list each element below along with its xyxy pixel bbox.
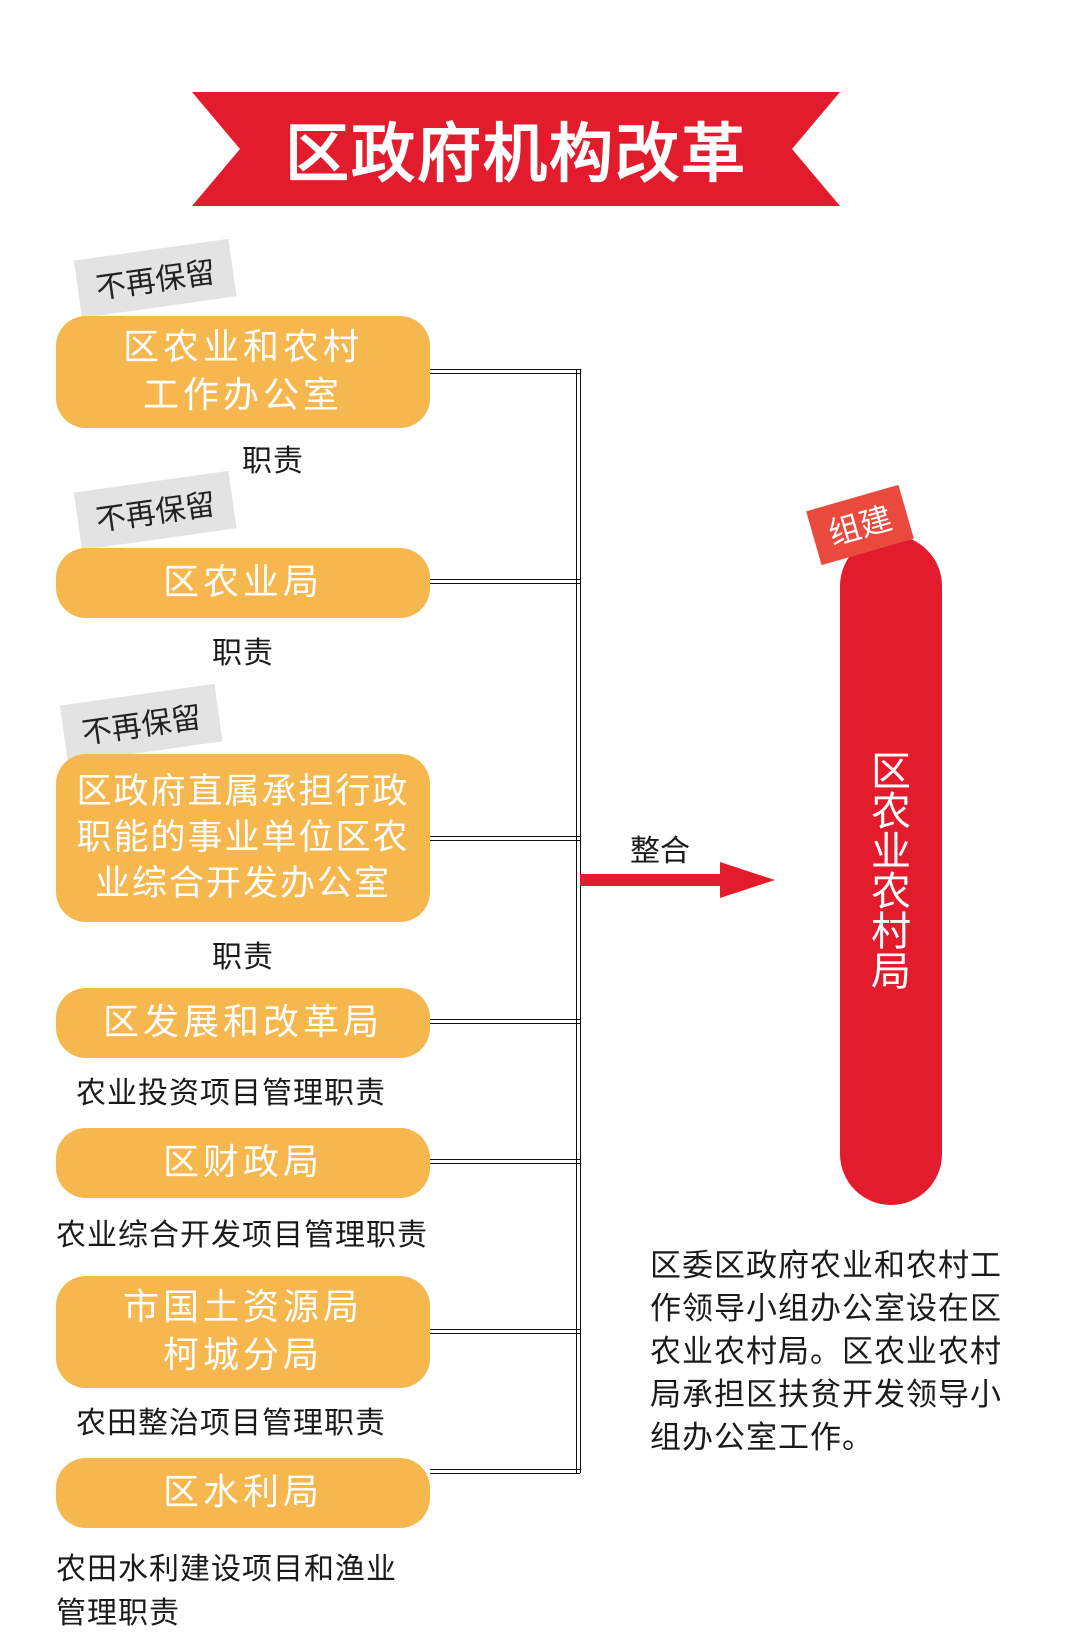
note-line: 组办公室工作。 bbox=[650, 1420, 874, 1456]
duty-label-7: 农田水利建设项目和渔业 bbox=[56, 1552, 397, 1587]
connector-line-1 bbox=[430, 369, 580, 374]
connector-line-5 bbox=[430, 1159, 580, 1164]
duty-label-7b: 管理职责 bbox=[56, 1596, 180, 1631]
box-agri-dev-office: 区政府直属承担行政 职能的事业单位区农 业综合开发办公室 bbox=[56, 754, 430, 922]
result-char: 区 bbox=[871, 749, 911, 795]
box-line: 区农业局 bbox=[162, 562, 323, 604]
title-banner: 区政府机构改革 bbox=[192, 92, 840, 206]
box-agri-bureau: 区农业局 bbox=[56, 548, 430, 618]
box-finance-bureau: 区财政局 bbox=[56, 1128, 430, 1198]
box-land-resources-branch: 市国土资源局 柯城分局 bbox=[56, 1276, 430, 1388]
banner-ribbon-shape bbox=[192, 92, 840, 206]
result-pill bbox=[840, 535, 942, 1205]
box-line: 区发展和改革局 bbox=[102, 1002, 383, 1044]
integrate-label: 整合 bbox=[630, 834, 690, 869]
duty-label-3: 职责 bbox=[212, 940, 274, 975]
box-agri-rural-office: 区农业和农村 工作办公室 bbox=[56, 316, 430, 428]
note-text: 区委区政府农业和农村工 作领导小组办公室设在区 农业农村局。区农业农村 局承担区… bbox=[650, 1245, 1040, 1460]
integrate-arrow-icon bbox=[580, 862, 775, 898]
box-line: 工作办公室 bbox=[142, 375, 343, 416]
banner-ribbon-fill bbox=[192, 92, 840, 206]
duty-label-5: 农业综合开发项目管理职责 bbox=[56, 1218, 428, 1253]
removed-tag-3: 不再保留 bbox=[59, 683, 223, 763]
box-line: 区财政局 bbox=[162, 1142, 323, 1184]
removed-tag-1: 不再保留 bbox=[73, 238, 237, 318]
box-water-resources-bureau: 区水利局 bbox=[56, 1458, 430, 1528]
result-label: 区农业农村局 bbox=[840, 752, 942, 992]
duty-label-2: 职责 bbox=[212, 636, 274, 671]
note-line: 区委区政府农业和农村工 bbox=[650, 1248, 1002, 1284]
connector-line-2 bbox=[430, 579, 580, 584]
box-line: 柯城分局 bbox=[162, 1335, 323, 1376]
connector-line-7 bbox=[430, 1469, 580, 1474]
box-line: 业综合开发办公室 bbox=[94, 864, 391, 905]
removed-tag-2: 不再保留 bbox=[73, 470, 237, 550]
page-title: 区政府机构改革 bbox=[285, 118, 747, 192]
box-line: 区农业和农村 bbox=[122, 327, 363, 369]
duty-label-6: 农田整治项目管理职责 bbox=[76, 1406, 386, 1441]
box-line: 职能的事业单位区农 bbox=[76, 817, 410, 858]
connector-line-4 bbox=[430, 1019, 580, 1024]
note-line: 作领导小组办公室设在区 bbox=[650, 1291, 1002, 1327]
duty-label-4: 农业投资项目管理职责 bbox=[76, 1076, 386, 1111]
result-char: 农 bbox=[871, 869, 911, 915]
connector-vertical-line bbox=[576, 369, 581, 1473]
box-development-reform-bureau: 区发展和改革局 bbox=[56, 988, 430, 1058]
box-line: 市国土资源局 bbox=[122, 1287, 363, 1329]
box-line: 区政府直属承担行政 bbox=[76, 771, 410, 812]
box-line: 区水利局 bbox=[162, 1472, 323, 1514]
connector-line-3 bbox=[430, 836, 580, 841]
note-line: 局承担区扶贫开发领导小 bbox=[650, 1377, 1002, 1413]
result-char: 局 bbox=[871, 949, 911, 995]
result-char: 农 bbox=[871, 789, 911, 835]
arrow-shape bbox=[580, 862, 775, 898]
result-char: 业 bbox=[871, 829, 911, 875]
note-line: 农业农村局。区农业农村 bbox=[650, 1334, 1002, 1370]
connector-line-6 bbox=[430, 1329, 580, 1334]
result-char: 村 bbox=[871, 909, 911, 955]
duty-label-1: 职责 bbox=[242, 444, 304, 479]
